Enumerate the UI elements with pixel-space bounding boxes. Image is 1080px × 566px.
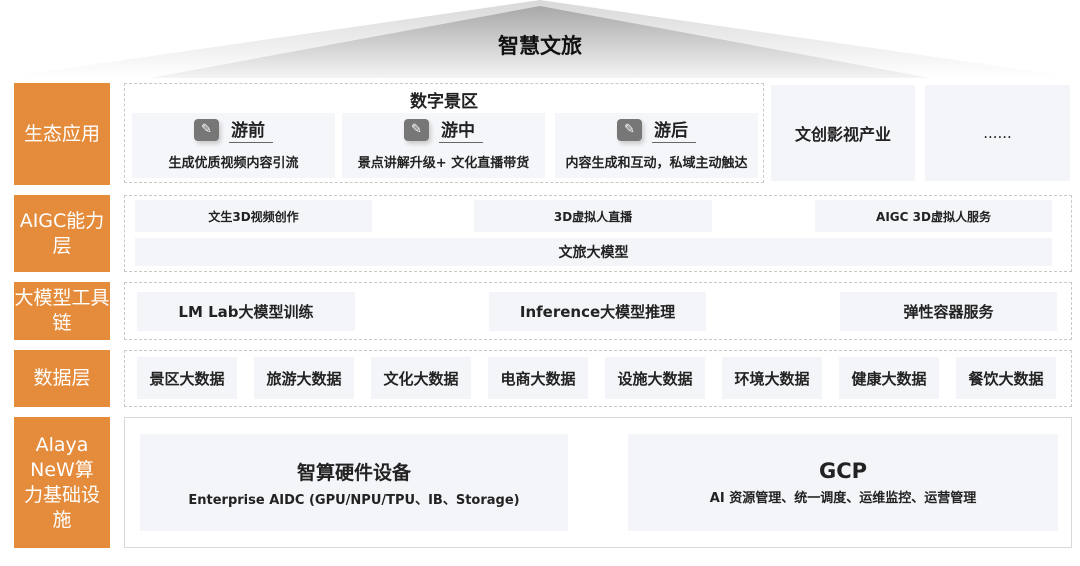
infra-title: 智算硬件设备 (296, 461, 411, 484)
roof-shape (0, 0, 1080, 78)
tool-item: 弹性容器服务 (840, 292, 1057, 331)
layer-label-infra: Alaya NeW算力基础设施 (14, 417, 110, 548)
data-group (124, 350, 1072, 407)
data-item: 设施大数据 (605, 357, 705, 399)
tool-item: LM Lab大模型训练 (137, 292, 355, 331)
layer-label-aigc: AIGC能力层 (14, 195, 110, 272)
data-item: 环境大数据 (722, 357, 822, 399)
aigc-base-model: 文旅大模型 (135, 238, 1052, 266)
data-item: 餐饮大数据 (956, 357, 1056, 399)
data-item: 旅游大数据 (254, 357, 354, 399)
data-item: 电商大数据 (488, 357, 588, 399)
stage-title: 游前 (229, 116, 273, 143)
stage-desc: 内容生成和互动，私域主动触达 (565, 156, 748, 171)
layer-label-tools: 大模型工具链 (14, 282, 110, 340)
stage-title: 游后 (652, 116, 696, 143)
page-title: 智慧文旅 (498, 34, 582, 58)
tools-group (124, 282, 1072, 340)
aigc-item: AIGC 3D虚拟人服务 (815, 200, 1052, 232)
edit-icon: ✎ (404, 118, 429, 141)
digital-scenic-group: 数字景区 (124, 83, 764, 183)
infra-gcp: GCP AI 资源管理、统一调度、运维监控、运营管理 (628, 434, 1058, 531)
edit-icon: ✎ (617, 118, 642, 141)
stage-desc: 生成优质视频内容引流 (168, 156, 299, 171)
group-title: 数字景区 (410, 92, 478, 112)
infra-desc: AI 资源管理、统一调度、运维监控、运营管理 (709, 491, 977, 506)
data-item: 健康大数据 (839, 357, 939, 399)
aigc-group (124, 195, 1072, 272)
eco-item-more: ...... (925, 85, 1070, 181)
layer-label-eco: 生态应用 (14, 83, 110, 185)
stage-desc: 景点讲解升级+ 文化直播带货 (357, 156, 530, 171)
data-item: 景区大数据 (137, 357, 237, 399)
eco-item: 文创影视产业 (771, 85, 915, 181)
stage-card: ✎ 游后 内容生成和互动，私域主动触达 (555, 113, 758, 178)
infra-desc: Enterprise AIDC (GPU/NPU/TPU、IB、Storage) (188, 492, 520, 508)
aigc-item: 文生3D视频创作 (135, 200, 372, 232)
stage-title: 游中 (439, 116, 483, 143)
infra-title: GCP (818, 459, 868, 483)
data-item: 文化大数据 (371, 357, 471, 399)
infra-group (124, 417, 1072, 548)
layer-label-data: 数据层 (14, 350, 110, 407)
tool-item: Inference大模型推理 (489, 292, 706, 331)
stage-card: ✎ 游前 生成优质视频内容引流 (132, 113, 335, 178)
edit-icon: ✎ (194, 118, 219, 141)
infra-hardware: 智算硬件设备 Enterprise AIDC (GPU/NPU/TPU、IB、S… (140, 434, 568, 531)
aigc-item: 3D虚拟人直播 (474, 200, 712, 232)
stage-card: ✎ 游中 景点讲解升级+ 文化直播带货 (342, 113, 545, 178)
